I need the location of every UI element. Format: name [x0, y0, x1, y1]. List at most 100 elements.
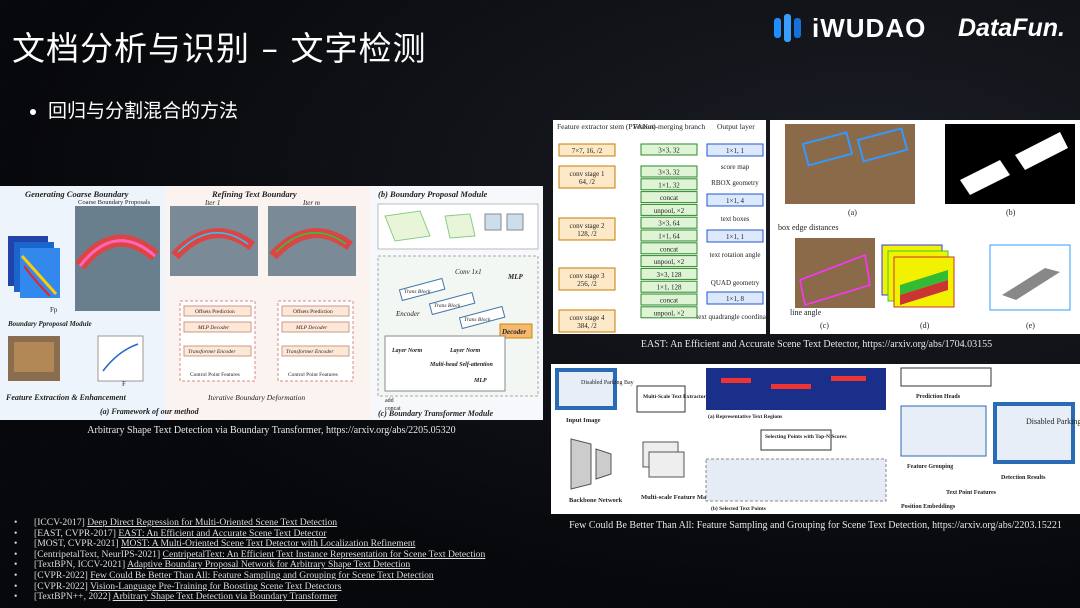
east-merge-7-label: concat — [660, 245, 678, 253]
east-out-3-box — [706, 193, 764, 207]
label-trans-block-1: Trans Block — [404, 289, 431, 295]
east-geometry-diagram: (a) (b) box edge distances line angle (c… — [778, 124, 1075, 330]
east-out-7-label: QUAD geometry — [711, 279, 760, 287]
caption-east: EAST: An Efficient and Accurate Scene Te… — [640, 339, 993, 350]
label-select: Selecting Points with Top-N Scores — [765, 434, 847, 440]
label-group: Feature Grouping — [907, 464, 953, 470]
legend-concat: concat — [385, 406, 401, 412]
east-stem-4-label: 384, /2 — [577, 322, 597, 330]
label-pos: Position Embeddings — [901, 504, 956, 510]
label-pred: Prediction Heads — [916, 394, 961, 400]
label-gen-coarse: Generating Coarse Boundary — [25, 189, 129, 199]
east-out-2-label: RBOX geometry — [711, 179, 759, 187]
east-out-8-box — [706, 291, 764, 305]
reference-item: [EAST, CVPR-2017] EAST: An Efficient and… — [14, 527, 485, 540]
east-merge-10-box — [640, 280, 698, 293]
east-out-1-box — [706, 159, 764, 173]
east-stem-0-label: 7×7, 16, /2 — [572, 147, 603, 155]
east-out-4-label: text boxes — [721, 215, 750, 223]
reference-tag: [ICCV-2017] — [34, 517, 88, 528]
reference-tag: [CentripetalText, NeurIPS-2021] — [34, 548, 163, 560]
figure-few-could: Disabled Parking Bay Input Image Backbon… — [551, 364, 1080, 514]
east-merge-7-box — [640, 242, 698, 255]
reference-tag: [CVPR-2022] — [34, 569, 91, 581]
reference-link[interactable]: Vision-Language Pre-Training for Boostin… — [90, 580, 342, 592]
reference-tag: [MOST, CVPR-2021] — [34, 538, 121, 550]
label-proposal-module: (b) Boundary Proposal Module — [378, 189, 488, 199]
label-box-edge: box edge distances — [778, 223, 838, 232]
reference-link[interactable]: Adaptive Boundary Proposal Network for A… — [127, 559, 411, 571]
east-merge-1-box — [640, 165, 698, 178]
label-b: (b) — [1006, 208, 1016, 217]
feature-maps — [8, 236, 60, 298]
boundary-transformer-diagram: Generating Coarse Boundary Refining Text… — [0, 186, 543, 420]
east-out-3-label: 1×1, 4 — [726, 197, 744, 205]
east-merge-10-label: 1×1, 128 — [657, 284, 682, 292]
reference-link[interactable]: EAST: An Efficient and Accurate Scene Te… — [118, 527, 327, 539]
east-stem-1-box — [558, 165, 616, 189]
east-out-0-label: 1×1, 1 — [726, 147, 744, 155]
label-msfm: Multi-scale Feature Maps — [641, 494, 713, 501]
caption-boundary-transformer: Arbitrary Shape Text Detection via Bound… — [87, 425, 456, 436]
label-bt-module: (c) Boundary Transformer Module — [378, 409, 493, 418]
bullet-dot-icon — [30, 108, 36, 115]
datafun-logo: DataFun. — [958, 14, 1065, 42]
label-layer-norm-2: Layer Norm — [449, 348, 480, 354]
east-merge-4-box — [640, 203, 698, 216]
east-stem-1-label: conv stage 1 — [570, 170, 605, 178]
figure-east-architecture: Feature extractor stem (PVANet) Feature-… — [553, 120, 766, 334]
scene-image-1 — [75, 206, 160, 311]
reference-link[interactable]: Few Could Be Better Than All: Feature Sa… — [90, 569, 434, 581]
iwudao-logo: iWUDAO — [772, 12, 926, 44]
east-architecture-diagram: Feature extractor stem (PVANet) Feature-… — [557, 122, 766, 333]
east-out-9-label: text quadrangle coordinates — [696, 313, 766, 321]
reference-link[interactable]: Arbitrary Shape Text Detection via Bound… — [112, 591, 338, 603]
label-framework: (a) Framework of our method — [100, 407, 200, 416]
east-out-5-box — [706, 229, 764, 243]
label-rep: (a) Representative Text Regions — [708, 413, 782, 420]
label-f: F — [122, 380, 126, 388]
label-input: Input Image — [566, 417, 601, 424]
east-stem-3-label: 256, /2 — [577, 280, 597, 288]
label-a: (a) — [848, 208, 857, 217]
east-d-stack — [881, 244, 955, 308]
sign-text-result: Disabled Parking Bay — [1026, 417, 1080, 426]
label-cpf-m: Control Point Features — [288, 372, 338, 378]
label-e: (e) — [1026, 321, 1035, 330]
legend-add: add — [385, 398, 394, 404]
label-coarse-proposals: Coarse Boundary Proposals — [78, 199, 151, 206]
east-merge-12-label: unpool, ×2 — [654, 309, 685, 317]
label-d: (d) — [920, 321, 930, 330]
label-iter1: Iter 1 — [204, 199, 220, 207]
label-mlp-decoder-1: MLP Decoder — [197, 325, 230, 331]
label-iterm: Iter m — [302, 199, 320, 207]
reference-link[interactable]: CentripetalText: An Efficient Text Insta… — [162, 548, 486, 560]
iter1-image — [170, 206, 258, 276]
east-merge-6-box — [640, 229, 698, 242]
east-out-1-label: score map — [721, 163, 750, 171]
caption-few-could: Few Could Be Better Than All: Feature Sa… — [569, 520, 1062, 531]
label-layer-norm-1: Layer Norm — [391, 348, 422, 354]
label-mlp-decoder-m: MLP Decoder — [295, 325, 328, 331]
label-trans-block-2: Trans Block — [434, 303, 461, 309]
east-merge-1-label: 3×3, 32 — [658, 169, 680, 177]
label-te-m: Transformer Encoder — [286, 348, 334, 355]
east-stem-3-label: conv stage 3 — [570, 272, 605, 280]
east-merge-5-label: 3×3, 64 — [658, 220, 680, 228]
label-mhsa: Multi-head Self-attention — [429, 362, 494, 368]
reference-link[interactable]: Deep Direct Regression for Multi-Oriente… — [87, 517, 338, 528]
figure-boundary-transformer: Generating Coarse Boundary Refining Text… — [0, 186, 543, 420]
label-c: (c) — [820, 321, 829, 330]
label-results: Detection Results — [1001, 475, 1046, 481]
reference-item: [CentripetalText, NeurIPS-2021] Centripe… — [14, 548, 486, 561]
input-image — [8, 336, 60, 381]
label-encoder: Encoder — [395, 310, 420, 318]
east-merge-11-label: concat — [660, 297, 678, 305]
slide-title: 文档分析与识别 – 文字检测 — [12, 29, 427, 68]
bt-module-diagram: Conv 1x1 Trans Block Trans Block Trans B… — [377, 255, 539, 412]
iterm-image — [268, 206, 356, 276]
label-mlp-bottom: MLP — [473, 378, 487, 384]
reference-link[interactable]: MOST: A Multi-Oriented Scene Text Detect… — [120, 538, 416, 550]
